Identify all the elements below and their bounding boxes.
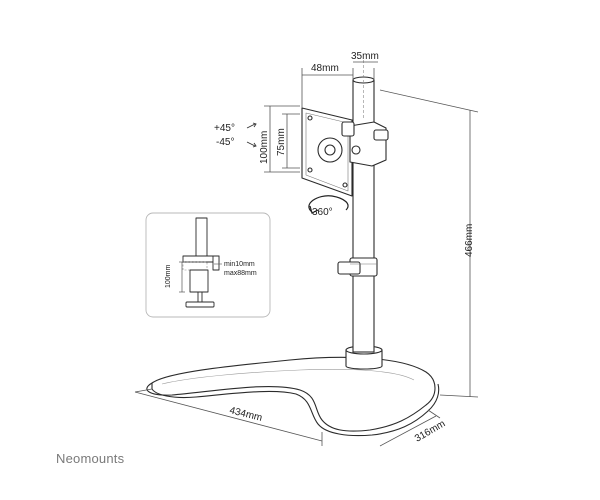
tilt-up-label: +45°	[214, 123, 235, 134]
tilt-down-label: -45°	[216, 137, 234, 148]
vesa-v-label: 75mm	[276, 128, 287, 156]
vesa-plate	[301, 107, 353, 197]
vesa-h-label: 100mm	[259, 131, 270, 164]
clamp-inset: 100mm min10mm max88mm	[145, 212, 271, 318]
clamp-height-label: 100mm	[165, 264, 172, 288]
stand-pole	[345, 60, 383, 370]
tilt-arrows	[246, 122, 257, 148]
min-thickness-label: min10mm	[224, 261, 255, 268]
height-label: 466mm	[464, 224, 475, 257]
max-thickness-label: max88mm	[224, 270, 257, 277]
rotation-label: 360°	[312, 207, 333, 218]
pole-diameter-label: 35mm	[351, 51, 379, 62]
dimension-lines	[134, 61, 479, 447]
brand-logo: Neomounts	[56, 451, 125, 466]
arm-offset-label: 48mm	[311, 63, 339, 74]
desk-clamp	[179, 217, 222, 308]
height-collar	[337, 257, 378, 277]
tilt-arm	[341, 121, 389, 167]
base-depth-label: 316mm	[413, 418, 447, 444]
stand-base	[146, 356, 440, 437]
rotation-arrow-icon	[308, 195, 349, 214]
